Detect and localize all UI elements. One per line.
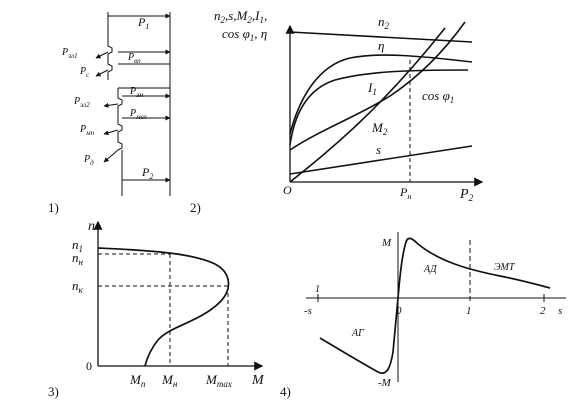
mech-y-label: n [88,219,95,234]
perf-y-label-line2: cos φ1, η [222,26,267,43]
label-pmeh: Pмех [129,108,148,121]
panel-mechanical-characteristic [93,220,264,371]
curve-n-of-m [97,247,230,367]
label-pel1: Pэл1 [61,47,78,60]
ms-neg-s-label: -s [304,305,312,317]
pc-loss-arrow [95,69,109,77]
label-mmax: Mmax [205,372,232,389]
label-nn: nн [72,250,84,267]
pmp-loss-arrow [103,129,119,136]
ms-tick-2-label: 2 [540,305,546,317]
perf-origin: O [283,183,292,197]
perf-rated-label: Pн [399,185,411,201]
panel-number-1: 1) [48,200,59,215]
ms-tick-left-1-label: 1 [315,284,320,295]
curve-n2 [289,31,473,43]
perf-y-label-line1: n2,s,M2,I1, [214,8,267,25]
panel-number-3: 3) [48,384,59,399]
label-curve-i1: I1 [367,80,377,97]
region-ag-label: АГ [351,328,364,339]
panel-performance-labels: n2,s,M2,I1, cos φ1, η O P2 Pн n2 η I1 co… [190,8,474,215]
energy-step-middle [117,88,123,151]
label-p1: P1 [137,15,149,31]
panel-performance-characteristics [285,21,484,187]
region-ad-label: АД [423,264,437,275]
panel-energy-diagram [95,12,171,196]
ms-y-bottom-label: -M [378,377,392,389]
panel-mechanical-labels: n n1 nн nк 0 Mп Mн Mmax M 3) [48,219,265,399]
label-n1: n1 [72,237,83,254]
label-pem: Pэм [129,86,144,99]
label-mn: Mн [161,372,178,389]
energy-step-upper [107,12,113,80]
label-curve-eta: η [378,38,384,53]
ms-zero-label: 0 [396,305,402,317]
label-pc: Pс [79,66,90,79]
label-pel2: Pэл2 [73,96,90,109]
label-pvp: Pвп [127,52,141,65]
label-curve-m2: M2 [371,120,388,137]
mech-zero: 0 [86,359,92,373]
label-mp: Mп [129,372,146,389]
label-curve-cos-phi: cos φ1 [422,88,454,105]
panel-torque-slip [306,232,566,382]
label-p2: P2 [141,165,153,181]
mech-x-label: M [251,373,265,388]
panel-number-4: 4) [280,384,291,399]
label-curve-n2: n2 [378,14,390,31]
panel-number-2: 2) [190,200,201,215]
label-pmp: Pмп [79,124,95,137]
panel-energy-labels: P1 Pэл1 Pс Pвп Pэл2 Pэм Pмех Pмп Pд P2 1… [48,15,153,215]
pel2-loss-arrow [103,102,119,108]
region-emt-label: ЭМТ [494,262,516,273]
label-pd: Pд [83,154,94,167]
pd-loss-arrow [103,149,119,163]
curve-torque-slip [319,237,551,374]
curve-s [289,145,473,175]
ms-x-label: s [558,305,562,317]
label-nk: nк [72,278,84,295]
curve-eta [289,54,473,135]
panel-torque-slip-labels: M -M -s 1 0 1 2 s АД ЭМТ АГ 4) [280,237,562,399]
ms-tick-1-label: 1 [466,305,472,317]
perf-x-label: P2 [459,187,474,203]
ms-y-top-label: M [381,237,392,249]
pel1-loss-arrow [95,51,109,59]
curve-cos-phi [289,69,469,146]
curve-i1 [289,21,466,151]
curve-m2 [289,27,446,183]
label-curve-s: s [376,142,381,157]
